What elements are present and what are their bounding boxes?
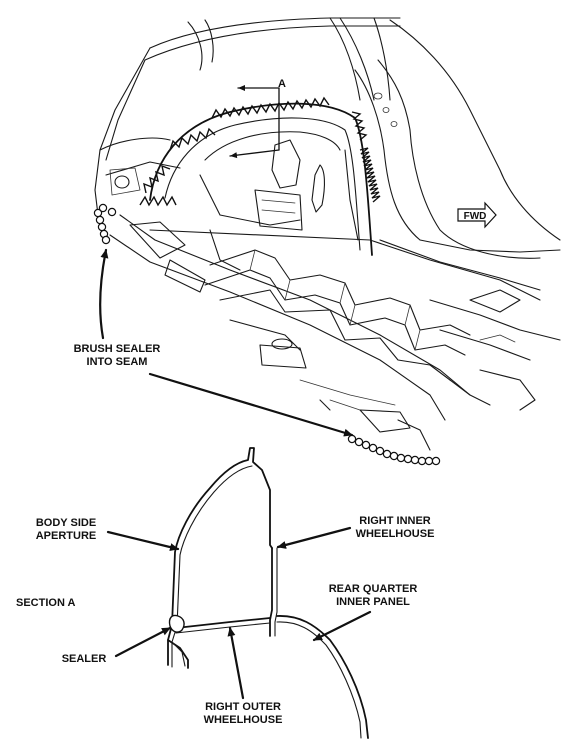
- section-a-title: SECTION A: [16, 597, 76, 609]
- seam-sealer-zigzag: [139, 96, 381, 207]
- fwd-arrow-icon: FWD: [457, 201, 497, 229]
- right-outer-wheelhouse-label-line1: RIGHT OUTER: [205, 701, 281, 713]
- fwd-label: FWD: [464, 211, 487, 222]
- section-marker-label: A: [278, 78, 286, 90]
- right-inner-wheelhouse-label-line1: RIGHT INNER: [359, 515, 431, 527]
- sealer-beads: [93, 203, 441, 466]
- body-side-aperture-label-line1: BODY SIDE: [36, 517, 96, 529]
- rear-quarter-inner-panel-label-line1: REAR QUARTER: [329, 583, 418, 595]
- brush-sealer-label-line2: INTO SEAM: [87, 356, 148, 368]
- rear-quarter-inner-panel-label-line2: INNER PANEL: [336, 596, 410, 608]
- right-inner-wheelhouse-label-line2: WHEELHOUSE: [356, 528, 435, 540]
- body-side-aperture-label-line2: APERTURE: [36, 530, 97, 542]
- sealer-label: SEALER: [62, 653, 107, 665]
- brush-sealer-callout: BRUSH SEALER INTO SEAM: [74, 248, 354, 437]
- right-outer-wheelhouse-label-line2: WHEELHOUSE: [204, 714, 283, 726]
- section-a-callouts: BODY SIDE APERTURE RIGHT INNER WHEELHOUS…: [16, 515, 434, 726]
- brush-sealer-label-line1: BRUSH SEALER: [74, 343, 161, 355]
- vehicle-body-illustration: [94, 17, 561, 451]
